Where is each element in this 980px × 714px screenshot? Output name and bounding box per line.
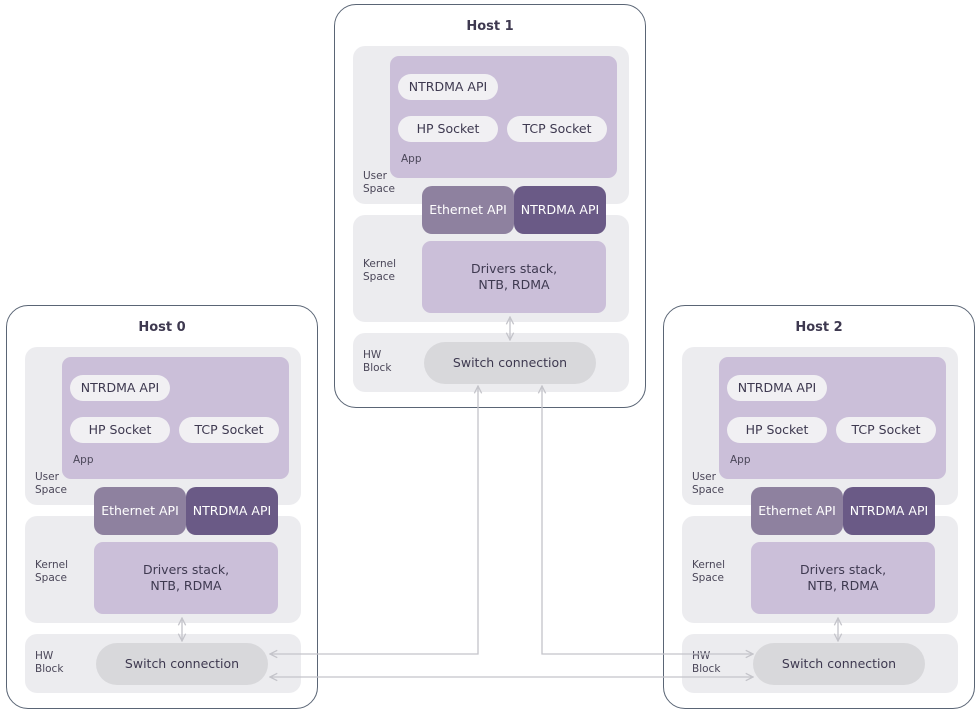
hw-block-label: HW Block	[363, 349, 392, 374]
drivers-stack-block: Drivers stack, NTB, RDMA	[751, 542, 935, 614]
ethernet-api-block: Ethernet API	[422, 186, 514, 234]
switch-connection: Switch connection	[424, 342, 596, 384]
ntrdma-api-block: NTRDMA API	[514, 186, 606, 234]
tcp-socket-pill: TCP Socket	[507, 116, 607, 142]
app-block: NTRDMA API HP Socket TCP Socket App	[719, 357, 946, 479]
hp-socket-pill: HP Socket	[398, 116, 498, 142]
switch-connection: Switch connection	[753, 643, 925, 685]
ntrdma-api-block: NTRDMA API	[186, 487, 278, 535]
host-title: Host 1	[466, 19, 514, 34]
drivers-stack-block: Drivers stack, NTB, RDMA	[422, 241, 606, 313]
link-host1-host2	[542, 386, 753, 654]
host-2: Host 2 User Space NTRDMA API HP Socket T…	[663, 305, 975, 709]
drivers-stack-block: Drivers stack, NTB, RDMA	[94, 542, 278, 614]
ntrdma-api-pill: NTRDMA API	[70, 375, 170, 401]
user-space-label: User Space	[363, 170, 395, 195]
switch-connection: Switch connection	[96, 643, 268, 685]
user-space-label: User Space	[35, 471, 67, 496]
app-label: App	[401, 153, 422, 165]
hp-socket-pill: HP Socket	[70, 417, 170, 443]
ethernet-api-block: Ethernet API	[751, 487, 843, 535]
tcp-socket-pill: TCP Socket	[836, 417, 936, 443]
host-0: Host 0 User Space NTRDMA API HP Socket T…	[6, 305, 318, 709]
host-title: Host 2	[795, 320, 843, 335]
app-label: App	[73, 454, 94, 466]
host-1: Host 1 User Space NTRDMA API HP Socket T…	[334, 4, 646, 408]
kernel-space-label: Kernel Space	[35, 559, 68, 584]
hw-block-label: HW Block	[35, 650, 64, 675]
tcp-socket-pill: TCP Socket	[179, 417, 279, 443]
host-title: Host 0	[138, 320, 186, 335]
ethernet-api-block: Ethernet API	[94, 487, 186, 535]
kernel-space-label: Kernel Space	[363, 258, 396, 283]
ntrdma-api-pill: NTRDMA API	[398, 74, 498, 100]
app-block: NTRDMA API HP Socket TCP Socket App	[62, 357, 289, 479]
link-host1-host0	[270, 386, 478, 654]
app-block: NTRDMA API HP Socket TCP Socket App	[390, 56, 617, 178]
ntrdma-api-block: NTRDMA API	[843, 487, 935, 535]
